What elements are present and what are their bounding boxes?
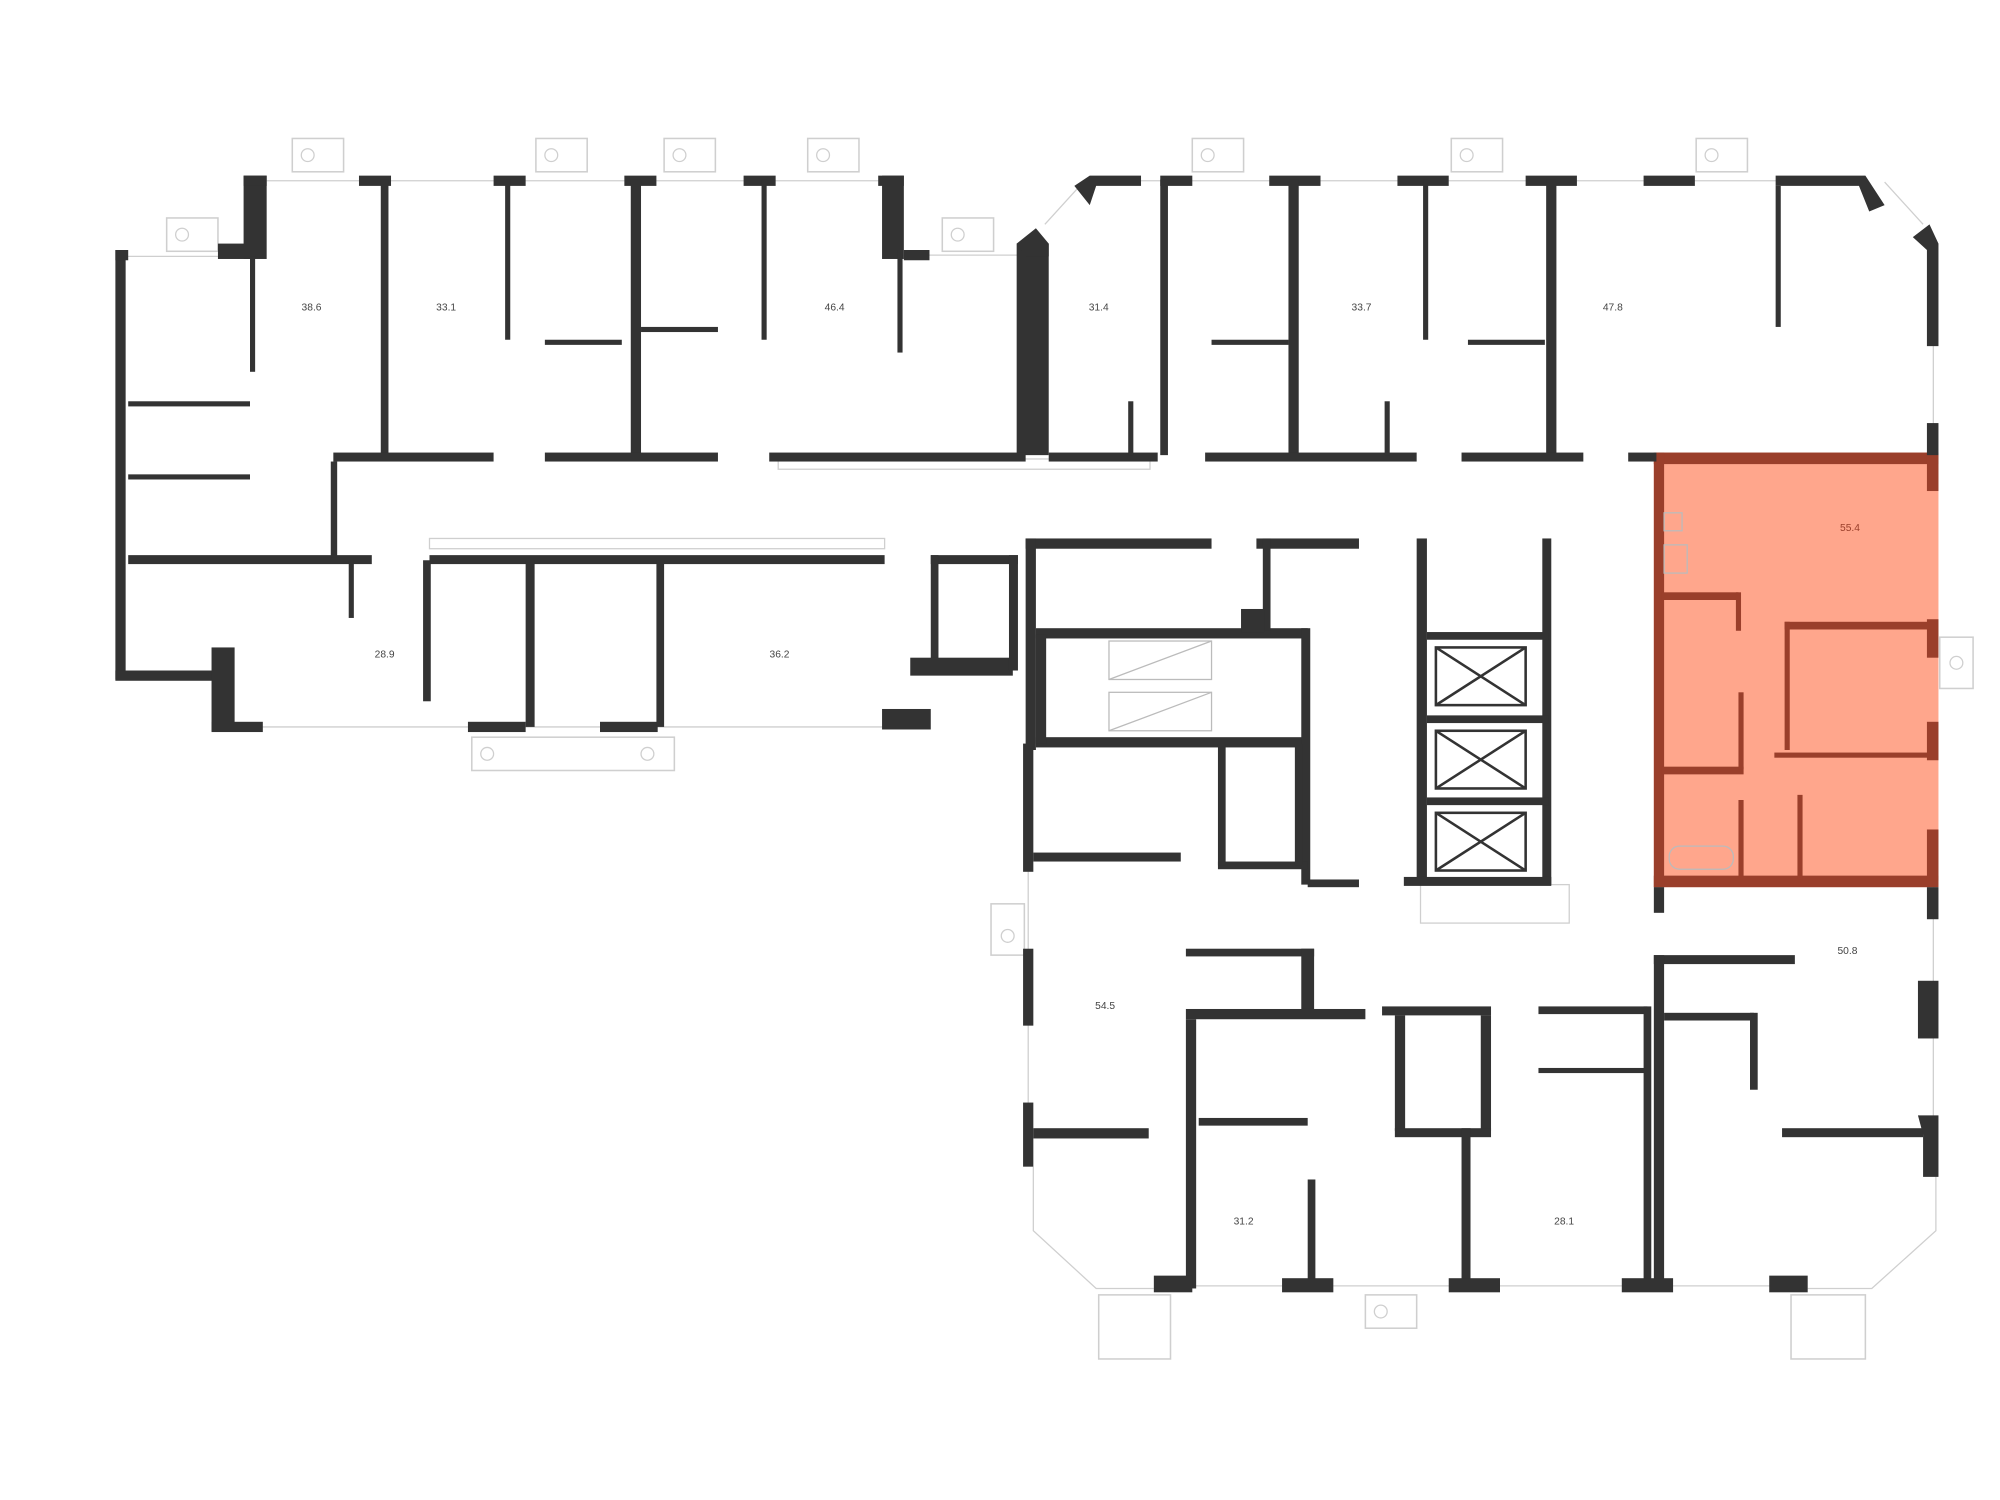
- balcony: [663, 137, 717, 173]
- balcony: [1191, 137, 1245, 173]
- apartment-labels: 38.6 33.1 46.4 31.4 33.7 47.8 55.4 28.9 …: [302, 302, 1861, 1227]
- apartment-area-label[interactable]: 38.6: [302, 302, 322, 313]
- elevator-shaft: [1434, 646, 1527, 707]
- apartment-area-label[interactable]: 54.5: [1095, 1001, 1115, 1012]
- apartment-area-label[interactable]: 28.1: [1554, 1216, 1574, 1227]
- balcony: [990, 903, 1026, 956]
- apartment-area-label[interactable]: 33.7: [1352, 302, 1372, 313]
- apartment-55-4-selected[interactable]: [1653, 452, 1939, 888]
- balcony: [1790, 1294, 1867, 1360]
- apartment-area-label[interactable]: 47.8: [1603, 302, 1623, 313]
- balcony: [1938, 636, 1974, 690]
- elevator-shaft: [1434, 811, 1527, 872]
- stairs: [1108, 640, 1213, 732]
- apartment-area-label[interactable]: 46.4: [825, 302, 845, 313]
- apartment-area-label[interactable]: 36.2: [770, 650, 790, 661]
- apartment-area-label[interactable]: 31.2: [1234, 1216, 1254, 1227]
- balcony: [535, 137, 588, 173]
- balcony: [941, 217, 995, 253]
- elevator-shaft: [1434, 729, 1527, 790]
- balconies: [165, 137, 1974, 1360]
- balcony: [1450, 137, 1504, 173]
- balcony: [1097, 1294, 1172, 1360]
- apartment-area-label[interactable]: 31.4: [1089, 302, 1109, 313]
- apartment-area-label[interactable]: 28.9: [375, 650, 395, 661]
- balcony: [165, 217, 219, 253]
- selected-apartment-area-label[interactable]: 55.4: [1840, 523, 1860, 534]
- apartment-area-label[interactable]: 33.1: [436, 302, 456, 313]
- balcony: [1364, 1294, 1418, 1329]
- balcony: [1695, 137, 1749, 173]
- walls: [115, 175, 1939, 1293]
- balcony: [806, 137, 860, 173]
- balcony: [471, 736, 676, 772]
- balcony: [291, 137, 345, 173]
- apartment-area-label[interactable]: 50.8: [1837, 946, 1857, 957]
